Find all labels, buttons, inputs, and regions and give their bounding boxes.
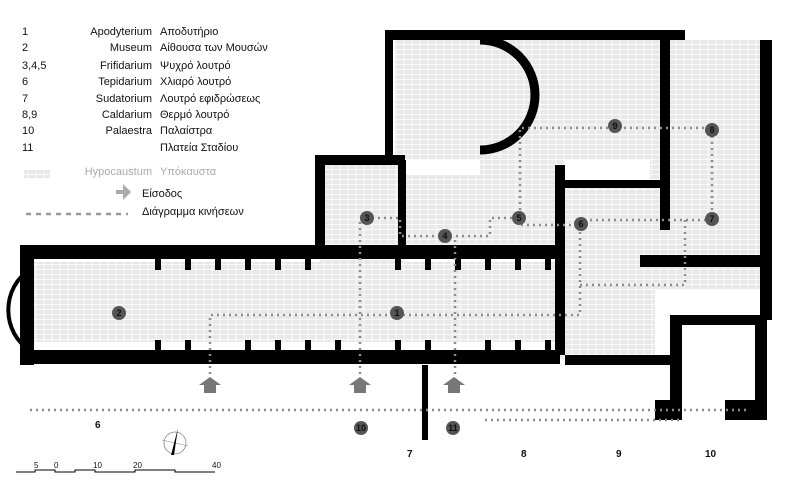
marker-7: 7 [705, 212, 719, 226]
marker-11: 11 [446, 421, 460, 435]
svg-text:4: 4 [442, 231, 447, 241]
svg-text:0: 0 [54, 461, 59, 470]
svg-text:8: 8 [709, 125, 714, 135]
room-markers: 1 2 3 4 5 6 7 8 9 10 11 [112, 119, 719, 435]
marker-2: 2 [112, 306, 126, 320]
entrance-arrows [116, 184, 465, 393]
svg-text:1: 1 [394, 308, 399, 318]
marker-4: 4 [438, 229, 452, 243]
entrance-arrow-icon [349, 377, 371, 393]
svg-text:5: 5 [516, 213, 521, 223]
entrance-arrow-icon [199, 377, 221, 393]
section-label: 9 [616, 449, 622, 460]
section-label: 8 [521, 449, 527, 460]
section-label: 10 [705, 449, 717, 460]
marker-6: 6 [574, 217, 588, 231]
section-label: 6 [95, 420, 101, 431]
legend-entrance: Είσοδος [142, 188, 183, 200]
legend-hypocaust-greek: Υπόκαυστα [160, 166, 217, 178]
svg-text:2: 2 [116, 308, 121, 318]
legend-route: Διάγραμμα κινήσεων [142, 206, 244, 218]
north-arrow-icon [161, 428, 189, 455]
legend-latin: Apodyterium [90, 26, 152, 38]
svg-text:3: 3 [364, 213, 369, 223]
svg-text:9: 9 [612, 121, 617, 131]
marker-5: 5 [512, 211, 526, 225]
marker-8: 8 [705, 123, 719, 137]
legend-hypocaust-latin: Hypocaustum [84, 166, 152, 178]
svg-text:40: 40 [212, 461, 221, 470]
legend-hypocaust-swatch [24, 170, 50, 178]
scale-bar: 5 0 10 20 40 [16, 461, 221, 473]
marker-1: 1 [390, 306, 404, 320]
walls [6, 30, 772, 440]
svg-text:20: 20 [133, 461, 142, 470]
legend-greek: Αποδυτήριο [160, 26, 219, 38]
svg-text:11: 11 [448, 423, 458, 433]
marker-10: 10 [354, 421, 368, 435]
svg-text:10: 10 [93, 461, 102, 470]
entrance-arrow-icon [443, 377, 465, 393]
svg-text:5: 5 [34, 461, 39, 470]
section-label: 7 [407, 449, 413, 460]
legend-num: 1 [22, 26, 29, 38]
svg-text:7: 7 [709, 214, 714, 224]
marker-9: 9 [608, 119, 622, 133]
legend-entrance-icon [116, 184, 131, 200]
svg-text:6: 6 [578, 219, 583, 229]
marker-3: 3 [360, 211, 374, 225]
svg-text:10: 10 [356, 423, 366, 433]
